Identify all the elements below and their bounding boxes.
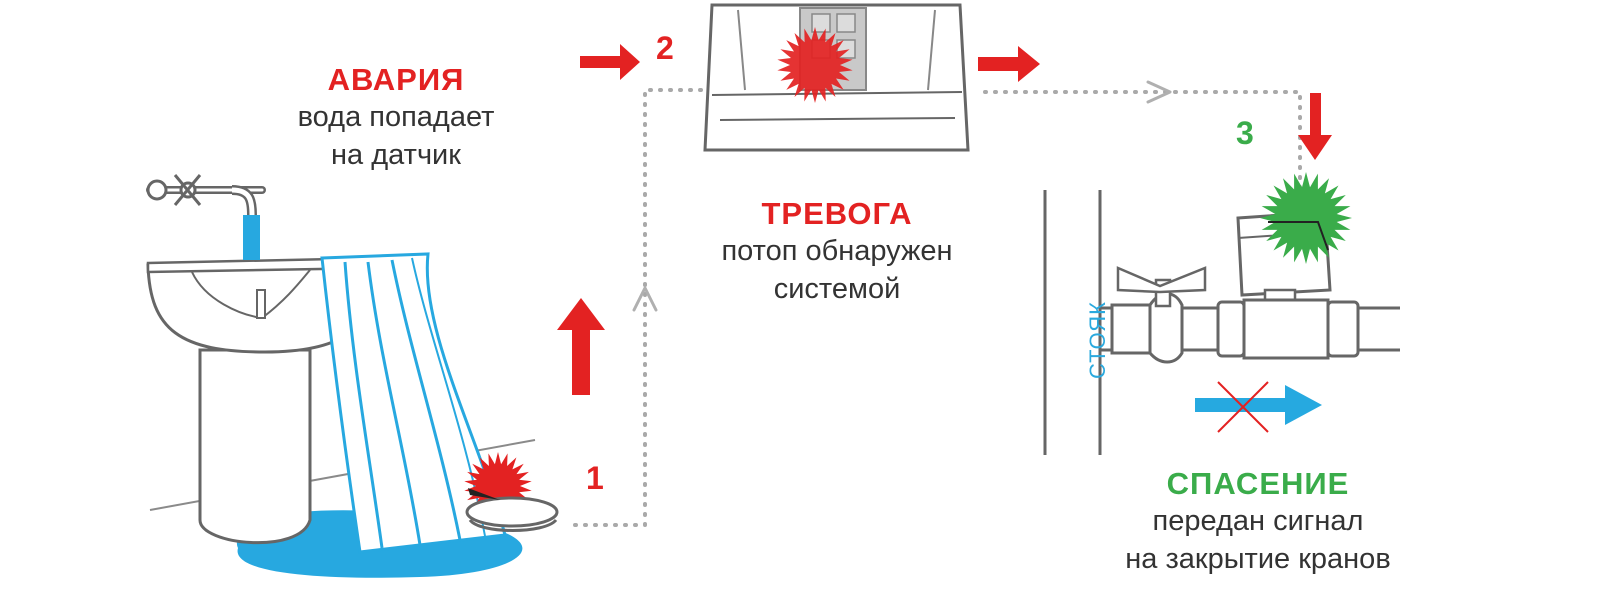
ball-valve-icon: [1110, 266, 1207, 364]
step-2-line-1: потоп обнаружен: [721, 235, 953, 267]
step-3-line-1: передан сигнал: [1152, 505, 1364, 537]
progress-arrows: [557, 44, 1332, 395]
flow-blocked-icon: [1195, 381, 1322, 433]
pipe-assembly: [1043, 172, 1400, 455]
step-1-caption: АВАРИЯ вода попадает на датчик: [298, 62, 495, 174]
motorized-valve-icon: [1216, 172, 1360, 360]
sink-icon: [146, 174, 536, 578]
step-3-line-2: на закрытие кранов: [1125, 543, 1391, 575]
controller-icon: [703, 3, 970, 152]
step-2-line-2: системой: [773, 273, 901, 305]
signal-path: [573, 88, 1302, 527]
step-2-title: ТРЕВОГА: [761, 196, 913, 231]
step-3-caption: СПАСЕНИЕ передан сигнал на закрытие кран…: [1125, 466, 1390, 578]
step-2-caption: ТРЕВОГА потоп обнаружен системой: [721, 196, 952, 308]
step-2-number: 2: [656, 30, 674, 66]
step-1-title: АВАРИЯ: [327, 62, 465, 97]
water-sensor-icon: [464, 452, 559, 532]
step-3-number: 3: [1236, 115, 1254, 151]
step-1-number: 1: [586, 460, 604, 496]
step-1-line-1: вода попадает: [297, 101, 495, 133]
step-3-title: СПАСЕНИЕ: [1166, 466, 1350, 501]
riser-label: СТОЯК: [1085, 301, 1110, 379]
step-1-line-2: на датчик: [331, 139, 461, 171]
signal-direction-arrows: [632, 80, 1172, 312]
